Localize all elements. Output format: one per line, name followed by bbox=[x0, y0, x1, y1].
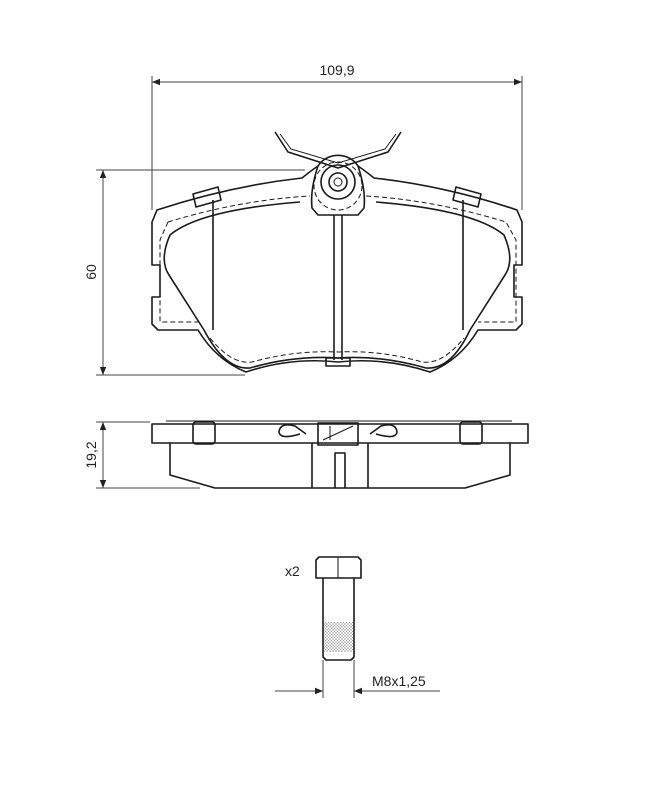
pad-front-view bbox=[151, 131, 523, 373]
bolt-drawing: x2 M8x1,25 bbox=[275, 556, 440, 698]
left-tab bbox=[192, 186, 222, 208]
spring-clip bbox=[274, 131, 402, 169]
hub bbox=[310, 165, 366, 216]
bolt-shank bbox=[322, 578, 355, 661]
hidden-lines bbox=[159, 195, 517, 323]
height-dimension: 60 bbox=[83, 169, 305, 376]
bolt-quantity-label: x2 bbox=[285, 563, 300, 579]
pad-side-view bbox=[151, 420, 529, 489]
thickness-label: 19,2 bbox=[83, 441, 99, 468]
backing-plate-outline bbox=[151, 154, 523, 373]
bolt-knurl bbox=[324, 622, 353, 652]
right-tab bbox=[452, 186, 482, 208]
thickness-dimension: 19,2 bbox=[83, 421, 200, 489]
width-label: 109,9 bbox=[319, 62, 354, 78]
friction-material-outline bbox=[163, 201, 511, 331]
bolt-head bbox=[315, 556, 362, 579]
width-dimension: 109,9 bbox=[151, 62, 523, 210]
height-label: 60 bbox=[83, 264, 99, 280]
bolt-thread-label: M8x1,25 bbox=[372, 673, 426, 689]
